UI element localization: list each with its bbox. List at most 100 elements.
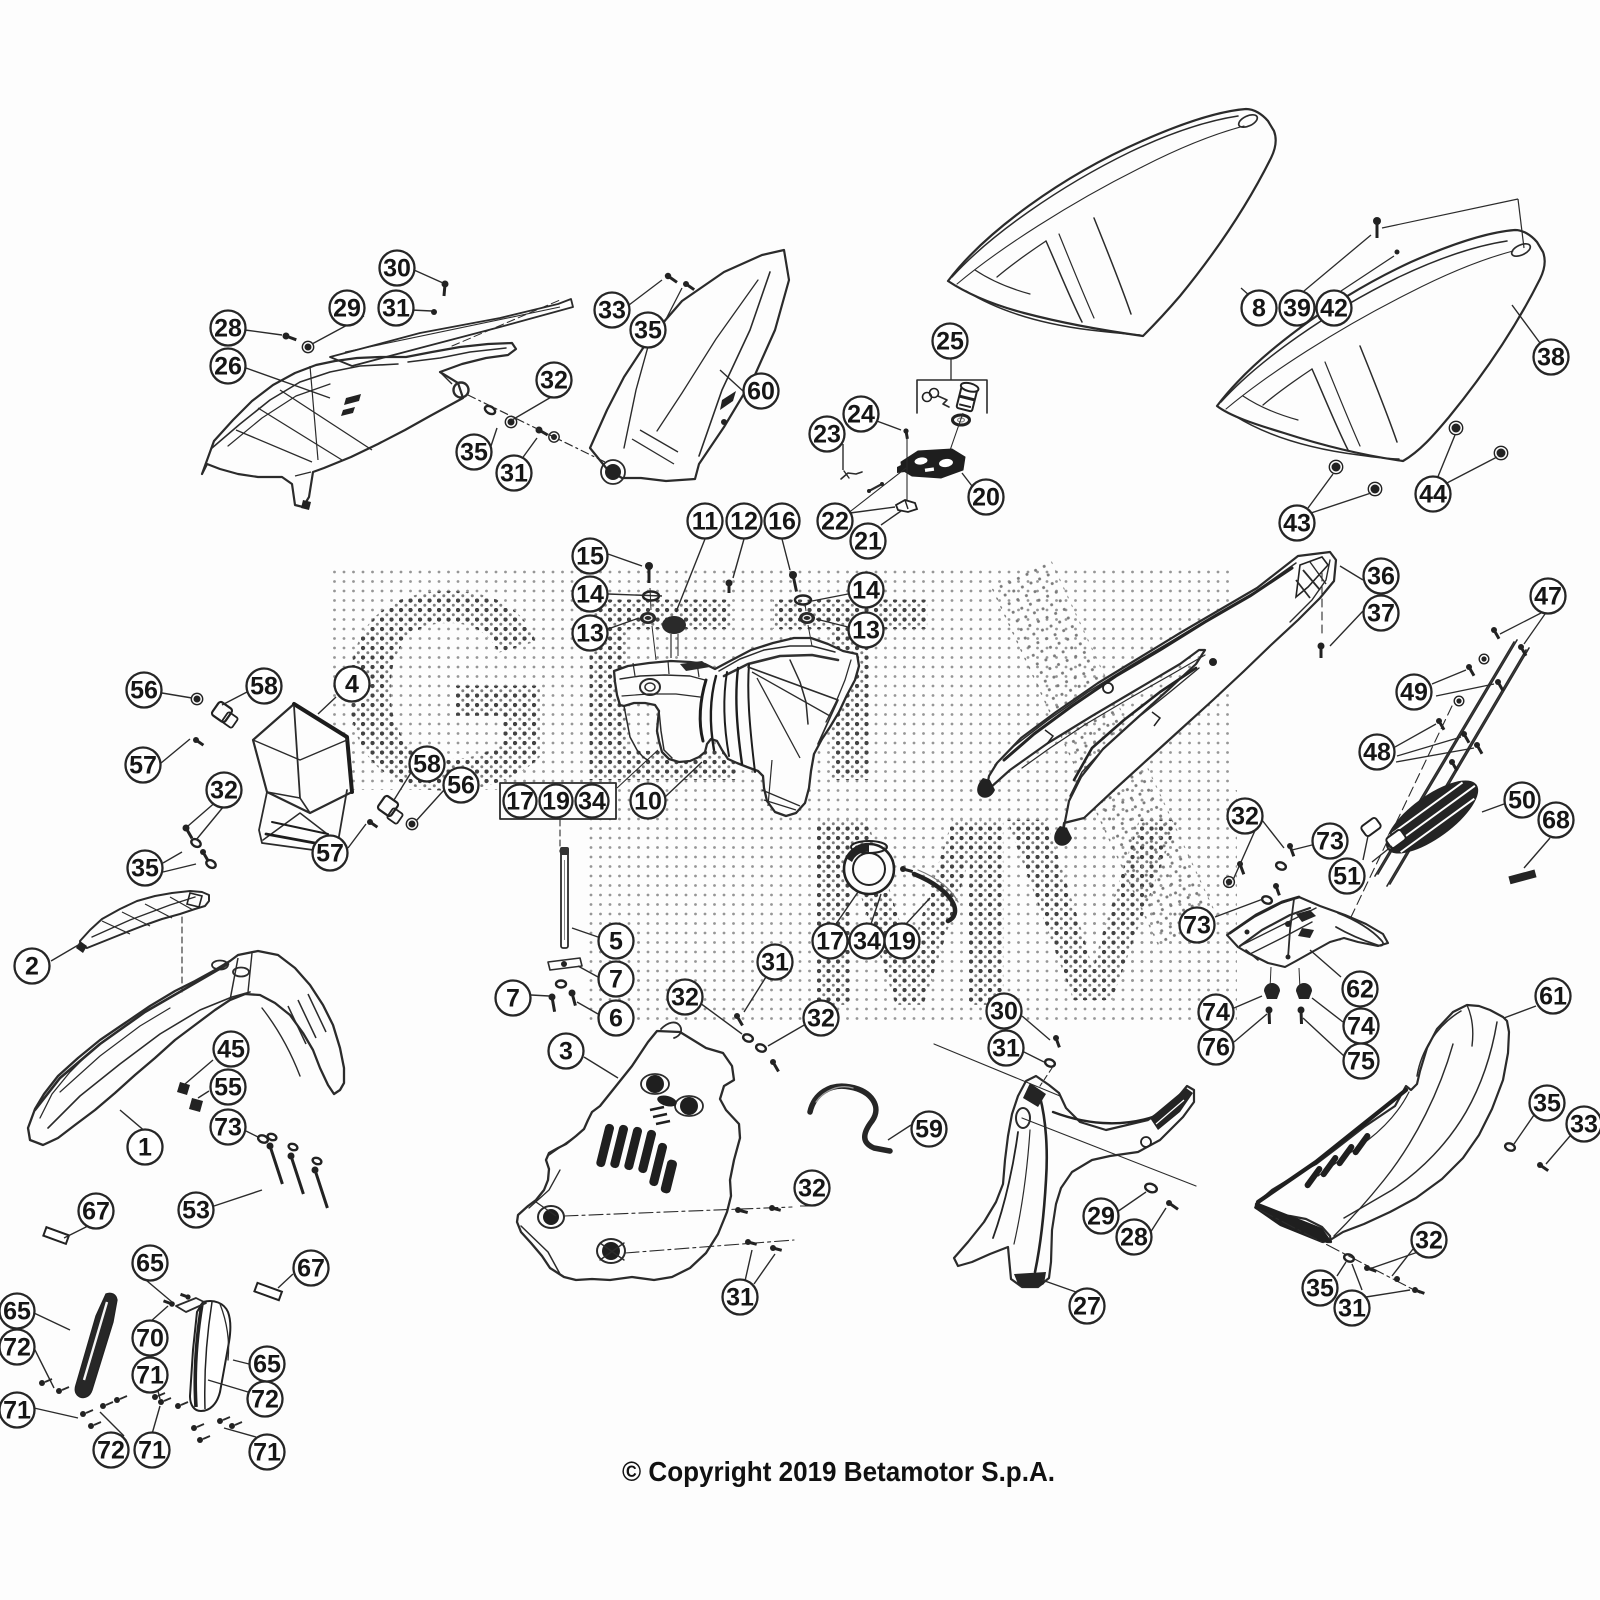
svg-text:57: 57 xyxy=(316,840,344,868)
svg-text:10: 10 xyxy=(634,788,662,816)
svg-text:11: 11 xyxy=(692,508,719,536)
svg-text:7: 7 xyxy=(609,966,623,994)
svg-text:7: 7 xyxy=(506,985,520,1013)
svg-text:57: 57 xyxy=(129,752,157,780)
svg-text:73: 73 xyxy=(1183,912,1211,940)
svg-text:30: 30 xyxy=(990,998,1018,1026)
svg-text:67: 67 xyxy=(82,1198,110,1226)
svg-text:14: 14 xyxy=(852,577,880,605)
svg-text:20: 20 xyxy=(972,484,1000,512)
svg-text:68: 68 xyxy=(1542,807,1570,835)
svg-text:51: 51 xyxy=(1333,863,1361,891)
svg-text:31: 31 xyxy=(1338,1295,1366,1323)
svg-text:48: 48 xyxy=(1363,739,1391,767)
svg-text:35: 35 xyxy=(634,317,662,345)
svg-text:28: 28 xyxy=(1120,1224,1148,1252)
svg-text:36: 36 xyxy=(1367,563,1395,591)
svg-text:55: 55 xyxy=(214,1074,242,1102)
svg-text:56: 56 xyxy=(130,677,158,705)
svg-text:34: 34 xyxy=(578,788,606,816)
svg-text:76: 76 xyxy=(1202,1034,1230,1062)
svg-text:72: 72 xyxy=(251,1386,279,1414)
svg-text:72: 72 xyxy=(97,1437,125,1465)
svg-text:29: 29 xyxy=(1087,1203,1115,1231)
svg-text:32: 32 xyxy=(1231,803,1259,831)
svg-text:12: 12 xyxy=(730,508,758,536)
svg-text:50: 50 xyxy=(1508,787,1536,815)
svg-text:53: 53 xyxy=(182,1197,210,1225)
svg-text:65: 65 xyxy=(136,1250,164,1278)
svg-text:43: 43 xyxy=(1283,510,1311,538)
svg-text:61: 61 xyxy=(1539,983,1567,1011)
svg-text:42: 42 xyxy=(1320,295,1348,323)
svg-text:59: 59 xyxy=(915,1116,943,1144)
svg-text:35: 35 xyxy=(460,439,488,467)
svg-text:35: 35 xyxy=(1533,1090,1561,1118)
svg-text:60: 60 xyxy=(747,378,775,406)
svg-text:32: 32 xyxy=(807,1005,835,1033)
svg-text:65: 65 xyxy=(3,1298,31,1326)
svg-text:31: 31 xyxy=(726,1284,754,1312)
svg-text:73: 73 xyxy=(1316,828,1344,856)
svg-text:5: 5 xyxy=(609,928,623,956)
svg-text:2: 2 xyxy=(25,953,39,981)
svg-text:37: 37 xyxy=(1367,600,1395,628)
svg-text:71: 71 xyxy=(253,1439,281,1467)
svg-text:45: 45 xyxy=(217,1036,245,1064)
svg-text:58: 58 xyxy=(250,673,278,701)
svg-text:70: 70 xyxy=(136,1325,164,1353)
svg-text:23: 23 xyxy=(813,421,841,449)
svg-text:74: 74 xyxy=(1347,1013,1375,1041)
svg-text:14: 14 xyxy=(576,581,604,609)
svg-text:49: 49 xyxy=(1400,679,1428,707)
svg-text:44: 44 xyxy=(1419,481,1447,509)
svg-text:13: 13 xyxy=(576,620,604,648)
svg-text:8: 8 xyxy=(1252,295,1266,323)
svg-text:56: 56 xyxy=(447,772,475,800)
svg-text:19: 19 xyxy=(888,928,916,956)
svg-text:24: 24 xyxy=(847,401,875,429)
svg-text:16: 16 xyxy=(768,508,796,536)
svg-text:28: 28 xyxy=(214,315,242,343)
svg-text:31: 31 xyxy=(500,460,528,488)
svg-text:31: 31 xyxy=(382,295,410,323)
svg-text:35: 35 xyxy=(131,855,159,883)
svg-text:39: 39 xyxy=(1283,295,1311,323)
svg-text:29: 29 xyxy=(333,295,361,323)
svg-text:58: 58 xyxy=(413,751,441,779)
svg-text:62: 62 xyxy=(1346,976,1374,1004)
svg-text:71: 71 xyxy=(136,1362,164,1390)
svg-text:26: 26 xyxy=(214,353,242,381)
svg-text:13: 13 xyxy=(852,617,880,645)
svg-text:47: 47 xyxy=(1534,583,1562,611)
svg-text:72: 72 xyxy=(3,1334,31,1362)
svg-text:67: 67 xyxy=(297,1255,325,1283)
svg-text:32: 32 xyxy=(671,984,699,1012)
svg-text:33: 33 xyxy=(598,297,626,325)
svg-text:1: 1 xyxy=(138,1134,152,1162)
svg-text:22: 22 xyxy=(821,508,849,536)
svg-text:30: 30 xyxy=(383,255,411,283)
svg-text:6: 6 xyxy=(609,1005,623,1033)
svg-text:© Copyright 2019 Betamotor S.p: © Copyright 2019 Betamotor S.p.A. xyxy=(622,1456,1055,1487)
svg-text:71: 71 xyxy=(138,1437,166,1465)
svg-text:38: 38 xyxy=(1537,344,1565,372)
svg-text:15: 15 xyxy=(576,543,604,571)
svg-text:27: 27 xyxy=(1073,1293,1101,1321)
svg-text:3: 3 xyxy=(559,1038,573,1066)
svg-text:34: 34 xyxy=(853,928,881,956)
svg-text:33: 33 xyxy=(1570,1111,1598,1139)
svg-text:74: 74 xyxy=(1202,999,1230,1027)
svg-text:65: 65 xyxy=(253,1351,281,1379)
svg-text:4: 4 xyxy=(345,671,359,699)
svg-text:35: 35 xyxy=(1306,1275,1334,1303)
svg-text:32: 32 xyxy=(540,367,568,395)
svg-text:32: 32 xyxy=(1415,1227,1443,1255)
svg-text:19: 19 xyxy=(542,788,570,816)
svg-text:25: 25 xyxy=(936,328,964,356)
svg-text:32: 32 xyxy=(210,777,238,805)
svg-text:75: 75 xyxy=(1347,1048,1375,1076)
svg-text:32: 32 xyxy=(798,1175,826,1203)
svg-text:17: 17 xyxy=(506,788,534,816)
svg-text:17: 17 xyxy=(816,928,844,956)
